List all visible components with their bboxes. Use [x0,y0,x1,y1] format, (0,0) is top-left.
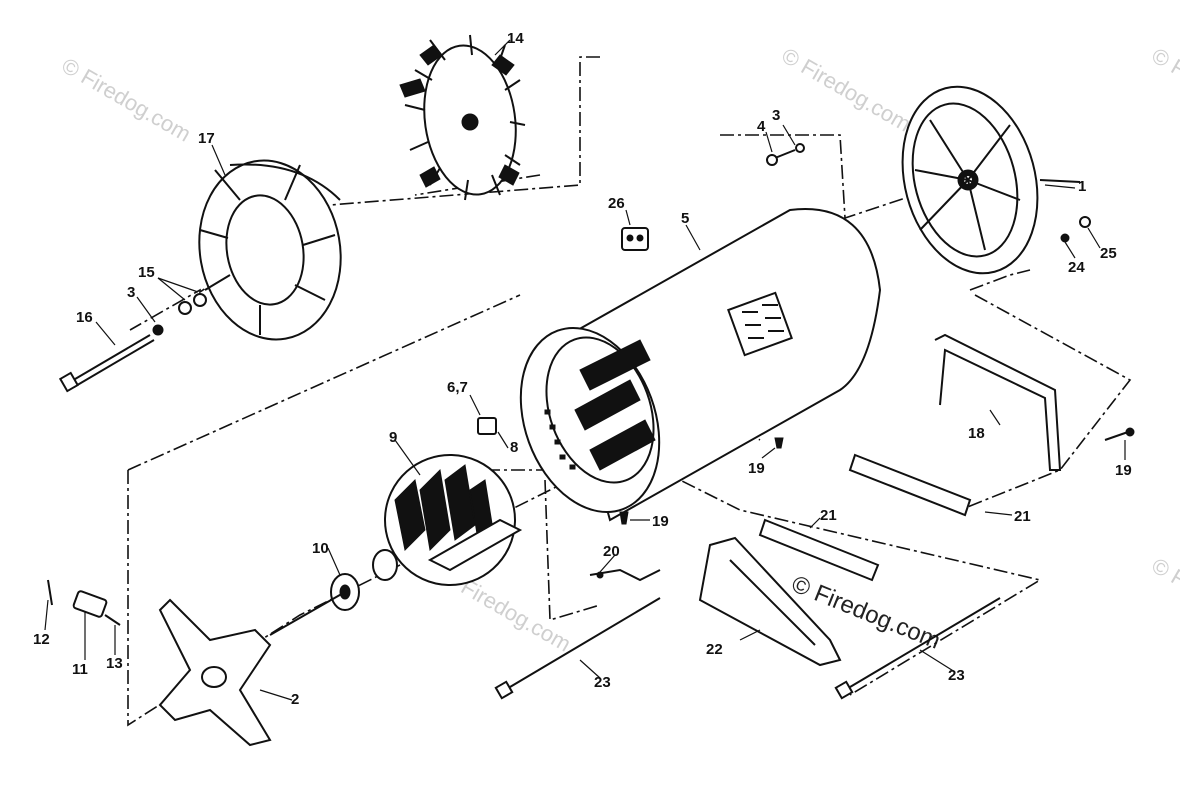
bolt-16-washers [58,293,207,393]
part-label-3: 3 [127,284,135,301]
part-label-11: 11 [72,661,88,678]
terminal-6-7 [477,417,497,435]
part-label-2: 2 [291,691,299,708]
part-label-15: 15 [138,264,155,281]
part-label-17: 17 [198,130,215,147]
brush-holder-11 [47,579,121,626]
watermark: © Firedog.com [1148,43,1180,137]
leader-lines [44,39,1126,701]
bearing-10 [269,549,398,636]
part-label-19-lower: 19 [652,513,669,530]
part-label-18: 18 [968,425,985,442]
part-label-8: 8 [510,439,518,456]
part-label-10: 10 [312,540,329,557]
part-label-1: 1 [1078,178,1086,195]
part-labels: 14 17 15 3 16 26 5 3 4 1 24 25 6,7 8 9 1… [33,30,1132,708]
rod-23-left [494,597,661,700]
part-label-25: 25 [1100,245,1117,262]
part-label-24: 24 [1068,259,1085,276]
part-label-12: 12 [33,631,50,648]
part-label-22: 22 [706,641,723,658]
part-label-6-7: 6,7 [447,379,468,396]
screw-4-washer-3 [766,143,805,166]
part-label-23-left: 23 [594,674,611,691]
mounting-plate-22 [698,536,842,667]
strap-21-lower [758,518,880,582]
part-label-9: 9 [389,429,397,446]
part-label-20: 20 [603,543,620,560]
part-label-4: 4 [757,118,766,135]
watermark: © Firedog.com [1148,553,1180,647]
part-label-23-right: 23 [948,667,965,684]
part-label-13: 13 [106,655,123,672]
part-label-3-top: 3 [772,107,780,124]
watermark: © Firedog.com [778,43,916,137]
part-label-21-right: 21 [1014,508,1031,525]
rod-23-right [834,597,1001,700]
part-label-26: 26 [608,195,625,212]
part-label-5: 5 [681,210,689,227]
fan-shroud-17 [198,159,342,341]
part-label-16: 16 [76,309,93,326]
end-bracket-2 [158,598,272,747]
nut-25-washer-24 [1060,216,1091,243]
part-label-19-right: 19 [1115,462,1132,479]
bracket-18 [934,333,1062,471]
screws-19 [619,427,1135,525]
housing-6 [519,208,882,522]
end-bell-1 [901,85,1081,275]
part-label-21-lower: 21 [820,507,837,524]
part-label-14: 14 [507,30,524,47]
strap-21-right [848,453,972,517]
rotor-9 [384,454,523,586]
part-label-19-middle: 19 [748,460,765,477]
watermark: © Firedog.com [58,53,196,147]
fan-14 [399,34,526,201]
receptacle-26 [621,227,649,251]
